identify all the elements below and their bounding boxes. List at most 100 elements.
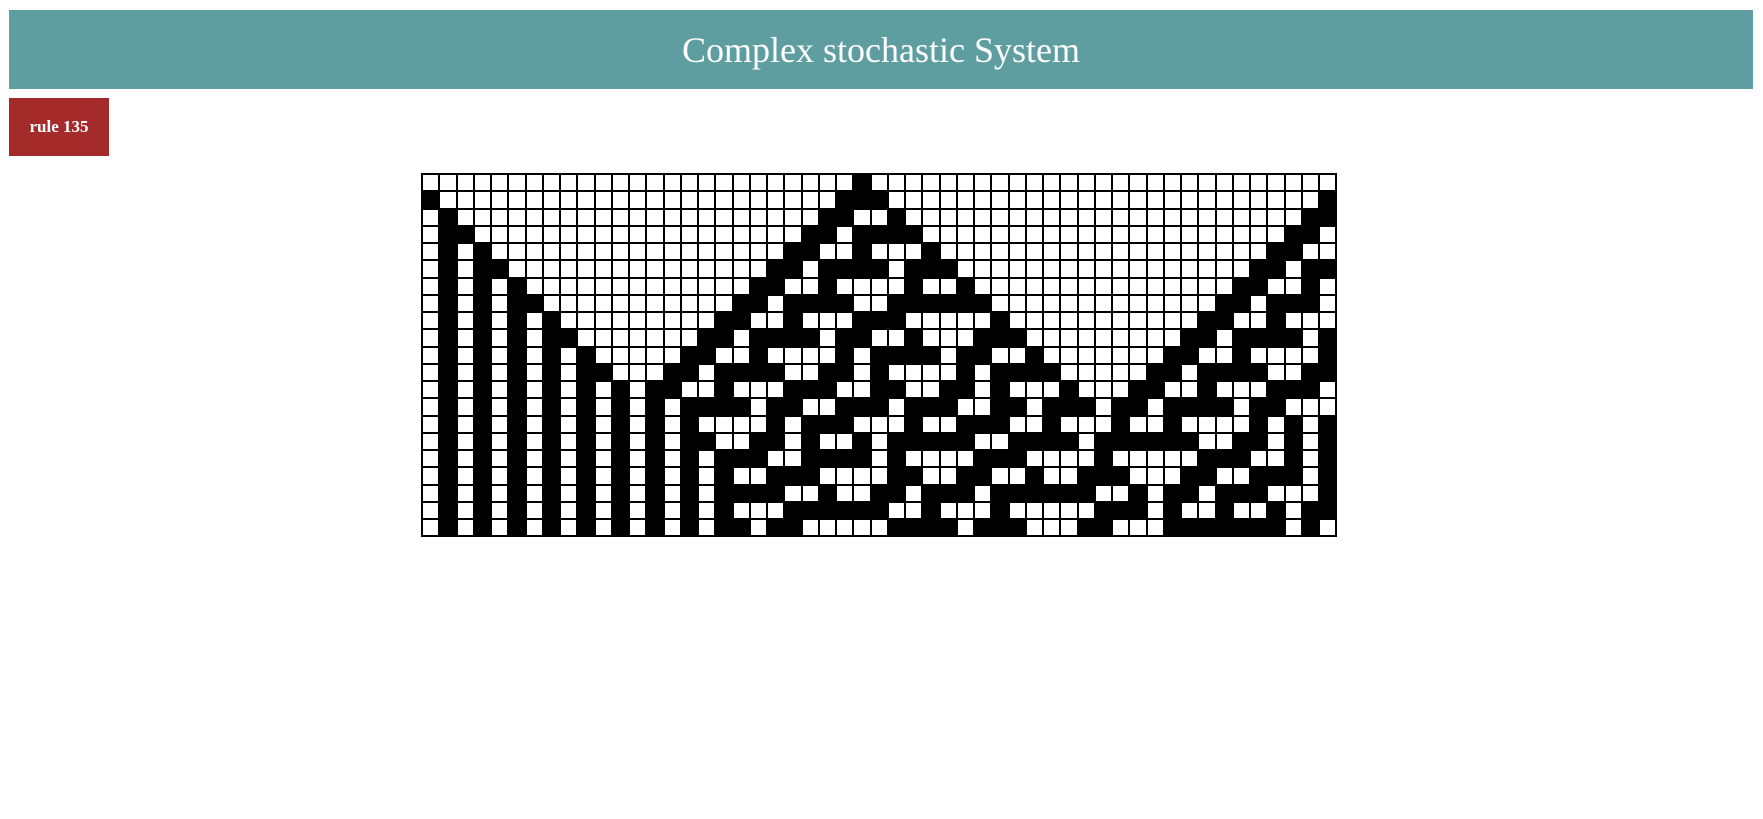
grid-cell — [767, 329, 785, 347]
grid-cell — [767, 484, 785, 502]
grid-cell — [905, 398, 923, 416]
grid-cell — [680, 312, 698, 330]
grid-cell — [1267, 415, 1285, 433]
grid-cell — [1129, 432, 1147, 450]
grid-cell — [715, 381, 733, 399]
grid-cell — [1025, 225, 1043, 243]
grid-cell — [439, 432, 457, 450]
grid-cell — [680, 329, 698, 347]
grid-cell — [870, 260, 888, 278]
grid-cell — [732, 519, 750, 537]
grid-cell — [801, 381, 819, 399]
grid-cell — [1146, 398, 1164, 416]
grid-cell — [801, 467, 819, 485]
grid-cell — [1181, 484, 1199, 502]
grid-cell — [1267, 191, 1285, 209]
grid-cell — [1146, 277, 1164, 295]
grid-cell — [1284, 243, 1302, 261]
grid-cell — [939, 294, 957, 312]
grid-cell — [1060, 501, 1078, 519]
rule-button[interactable]: rule 135 — [9, 98, 109, 156]
page-title: Complex stochastic System — [682, 29, 1080, 70]
grid-cell — [1094, 329, 1112, 347]
grid-cell — [611, 346, 629, 364]
grid-cell — [1198, 346, 1216, 364]
grid-cell — [1043, 191, 1061, 209]
grid-cell — [1198, 260, 1216, 278]
grid-cell — [1094, 415, 1112, 433]
grid-cell — [1284, 312, 1302, 330]
grid-cell — [525, 432, 543, 450]
grid-cell — [1284, 329, 1302, 347]
grid-cell — [1250, 363, 1268, 381]
grid-cell — [1043, 415, 1061, 433]
grid-cell — [1025, 381, 1043, 399]
grid-cell — [784, 484, 802, 502]
grid-cell — [1094, 312, 1112, 330]
grid-cell — [1284, 363, 1302, 381]
grid-cell — [525, 450, 543, 468]
grid-cell — [646, 432, 664, 450]
grid-cell — [577, 260, 595, 278]
grid-cell — [1163, 450, 1181, 468]
grid-cell — [905, 415, 923, 433]
grid-cell — [663, 501, 681, 519]
grid-cell — [974, 225, 992, 243]
grid-cell — [560, 501, 578, 519]
grid-cell — [560, 398, 578, 416]
grid-cell — [1319, 381, 1337, 399]
grid-cell — [1181, 346, 1199, 364]
grid-cell — [646, 243, 664, 261]
grid-cell — [1112, 208, 1130, 226]
grid-cell — [577, 329, 595, 347]
grid-cell — [1301, 432, 1319, 450]
grid-cell — [1163, 519, 1181, 537]
grid-cell — [473, 294, 491, 312]
grid-cell — [853, 208, 871, 226]
grid-cell — [732, 450, 750, 468]
grid-cell — [456, 294, 474, 312]
grid-cell — [611, 225, 629, 243]
grid-cell — [491, 329, 509, 347]
grid-cell — [905, 467, 923, 485]
grid-cell — [1198, 450, 1216, 468]
grid-cell — [1250, 484, 1268, 502]
grid-cell — [836, 174, 854, 192]
grid-cell — [905, 277, 923, 295]
grid-cell — [1232, 208, 1250, 226]
grid-cell — [508, 225, 526, 243]
grid-cell — [439, 519, 457, 537]
grid-cell — [853, 381, 871, 399]
grid-cell — [1025, 208, 1043, 226]
grid-cell — [525, 260, 543, 278]
grid-cell — [698, 398, 716, 416]
grid-cell — [525, 208, 543, 226]
grid-cell — [1043, 467, 1061, 485]
grid-cell — [698, 467, 716, 485]
grid-cell — [853, 363, 871, 381]
grid-cell — [732, 501, 750, 519]
grid-cell — [991, 501, 1009, 519]
grid-cell — [1163, 363, 1181, 381]
grid-cell — [818, 277, 836, 295]
grid-cell — [1146, 260, 1164, 278]
grid-cell — [560, 467, 578, 485]
cellular-automaton-grid — [420, 172, 1338, 538]
grid-cell — [1319, 208, 1337, 226]
grid-cell — [870, 208, 888, 226]
grid-cell — [1232, 363, 1250, 381]
grid-cell — [974, 277, 992, 295]
grid-cell — [1250, 208, 1268, 226]
grid-cell — [1215, 329, 1233, 347]
grid-cell — [1077, 346, 1095, 364]
grid-cell — [542, 225, 560, 243]
grid-cell — [1284, 208, 1302, 226]
grid-cell — [680, 398, 698, 416]
grid-cell — [663, 294, 681, 312]
grid-cell — [801, 415, 819, 433]
grid-cell — [922, 243, 940, 261]
grid-cell — [1146, 432, 1164, 450]
grid-cell — [870, 381, 888, 399]
grid-cell — [922, 208, 940, 226]
grid-cell — [491, 277, 509, 295]
